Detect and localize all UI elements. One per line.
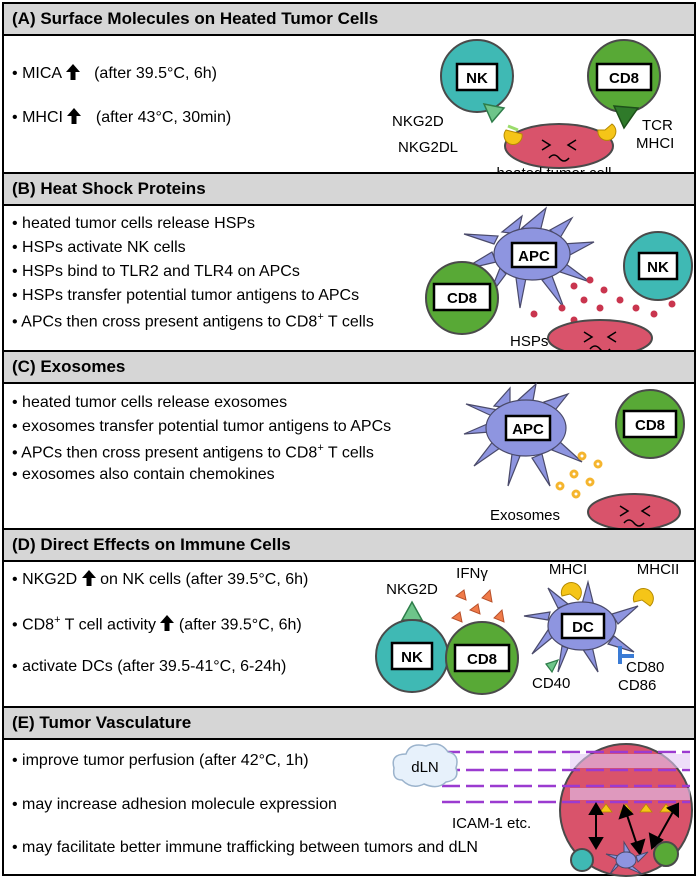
tcr-label: TCR bbox=[642, 117, 673, 134]
mhci-ligand bbox=[597, 123, 617, 141]
dc-label: DC bbox=[572, 619, 594, 636]
figure-exosomes: APC CD8 Exosomes bbox=[463, 382, 685, 531]
bullet-hsp-bind-tlr: • HSPs bind to TLR2 and TLR4 on APCs bbox=[12, 263, 300, 280]
mhcii-label: MHCII bbox=[637, 561, 680, 578]
bullet-hsp-release: • heated tumor cells release HSPs bbox=[12, 215, 256, 232]
panel-title: (A) Surface Molecules on Heated Tumor Ce… bbox=[12, 9, 379, 28]
nkg2dl-label: NKG2DL bbox=[398, 139, 458, 156]
bullet-hsp-activate-nk: • HSPs activate NK cells bbox=[12, 239, 186, 256]
panel-exosomes: (C) Exosomes • heated tumor cells releas… bbox=[2, 350, 696, 531]
up-arrow-icon bbox=[160, 615, 175, 632]
hsp-particles bbox=[530, 276, 676, 324]
tcr-receptor bbox=[612, 105, 640, 130]
nk-label: NK bbox=[466, 70, 488, 87]
exosome-particles bbox=[555, 451, 603, 499]
figure-surface-molecules: NK CD8 NKG2D NKG2DL TCR MHCI heated tumo… bbox=[392, 39, 674, 182]
apc-cell bbox=[461, 206, 595, 309]
cd80-label: CD80 bbox=[626, 659, 664, 676]
apc-label: APC bbox=[512, 421, 544, 438]
trafficking-arrows bbox=[588, 802, 679, 857]
cd86-label: CD86 bbox=[618, 677, 656, 694]
nkg2dl-ligand bbox=[503, 129, 523, 145]
bullet-mhci: • MHCI (after 43°C, 30min) bbox=[12, 108, 232, 126]
bullet-hsp-transfer: • HSPs transfer potential tumor antigens… bbox=[12, 287, 360, 304]
panel-header: (E) Tumor Vasculature bbox=[4, 708, 694, 740]
bullet-apc-cross-present: • APCs then cross present antigens to CD… bbox=[12, 442, 374, 462]
bullet-nkg2d-up: • NKG2D on NK cells (after 39.5°C, 6h) bbox=[12, 570, 309, 588]
panel-heat-shock-proteins: (B) Heat Shock Proteins • heated tumor c… bbox=[2, 172, 696, 357]
figure-heat-shock-proteins: APC CD8 NK HSPs bbox=[425, 206, 693, 357]
icam-label: ICAM-1 etc. bbox=[452, 815, 531, 832]
panel-title: (E) Tumor Vasculature bbox=[12, 713, 192, 732]
nkg2d-label: NKG2D bbox=[386, 581, 438, 598]
panel-title: (B) Heat Shock Proteins bbox=[12, 179, 206, 198]
ifng-label: IFNγ bbox=[456, 565, 488, 582]
cd40-marker bbox=[545, 658, 560, 674]
panel-header: (B) Heat Shock Proteins bbox=[4, 174, 694, 206]
nkg2d-receptor bbox=[482, 102, 506, 124]
figure-tumor-vasculature: dLN ICAM-1 etc. bbox=[392, 743, 693, 877]
bullet-activate-dcs: • activate DCs (after 39.5-41°C, 6-24h) bbox=[12, 658, 287, 675]
blood-vessels bbox=[442, 750, 690, 804]
mhci-label: MHCI bbox=[549, 561, 587, 578]
hsps-label: HSPs bbox=[510, 333, 548, 350]
cd8-label: CD8 bbox=[467, 651, 497, 668]
bullet-apc-cross-present: • APCs then cross present antigens to CD… bbox=[12, 311, 374, 331]
bullet-adhesion-molecules: • may increase adhesion molecule express… bbox=[12, 796, 337, 813]
up-arrow-icon bbox=[67, 108, 82, 124]
exosomes-label: Exosomes bbox=[490, 507, 560, 524]
panel-title: (D) Direct Effects on Immune Cells bbox=[12, 535, 291, 554]
dln-label: dLN bbox=[411, 759, 439, 776]
panel-surface-molecules: (A) Surface Molecules on Heated Tumor Ce… bbox=[2, 2, 696, 182]
bullet-cd8-activity-up: • CD8+ T cell activity (after 39.5°C, 6h… bbox=[12, 614, 302, 634]
up-arrow-icon bbox=[81, 570, 96, 586]
bullet-immune-trafficking: • may facilitate better immune trafficki… bbox=[12, 839, 478, 856]
mhci-label: MHCI bbox=[636, 135, 674, 152]
panel-header: (D) Direct Effects on Immune Cells bbox=[4, 530, 694, 562]
figure-direct-effects: NKG2D NK IFNγ CD8 DC MHCI MHCII bbox=[375, 561, 680, 695]
panel-tumor-vasculature: (E) Tumor Vasculature • improve tumor pe… bbox=[2, 706, 696, 877]
apc-label: APC bbox=[518, 248, 550, 265]
nk-cell bbox=[570, 848, 594, 872]
bullet-exosome-transfer: • exosomes transfer potential tumor anti… bbox=[12, 418, 392, 435]
heated-tumor-cell bbox=[504, 123, 614, 169]
cd8-label: CD8 bbox=[447, 290, 477, 307]
ifng-particles bbox=[450, 588, 505, 623]
panel-title: (C) Exosomes bbox=[12, 357, 126, 376]
bullet-exosome-release: • heated tumor cells release exosomes bbox=[12, 394, 288, 411]
cd8-label: CD8 bbox=[635, 417, 665, 434]
cd40-label: CD40 bbox=[532, 675, 570, 692]
dln-lymph-node: dLN bbox=[392, 743, 458, 788]
bullet-mica: • MICA (after 39.5°C, 6h) bbox=[12, 64, 217, 82]
panel-direct-effects: (D) Direct Effects on Immune Cells • NKG… bbox=[2, 528, 696, 708]
cd8-label: CD8 bbox=[609, 70, 639, 87]
bullet-exosome-chemokines: • exosomes also contain chemokines bbox=[12, 466, 275, 483]
heated-tumor-cell bbox=[587, 493, 681, 531]
dc-cell bbox=[605, 840, 649, 875]
nk-label: NK bbox=[647, 259, 669, 276]
nk-label: NK bbox=[401, 649, 423, 666]
nkg2d-receptor bbox=[400, 600, 424, 621]
up-arrow-icon bbox=[65, 64, 80, 80]
panel-header: (C) Exosomes bbox=[4, 352, 694, 384]
bullet-tumor-perfusion: • improve tumor perfusion (after 42°C, 1… bbox=[12, 752, 309, 769]
cd80-cd86-marker bbox=[618, 646, 634, 664]
nkg2d-label: NKG2D bbox=[392, 113, 444, 130]
mhcii-molecule bbox=[632, 588, 654, 607]
mhci-molecule bbox=[560, 582, 582, 601]
cd8-cell bbox=[653, 841, 679, 867]
panel-header: (A) Surface Molecules on Heated Tumor Ce… bbox=[4, 4, 694, 36]
